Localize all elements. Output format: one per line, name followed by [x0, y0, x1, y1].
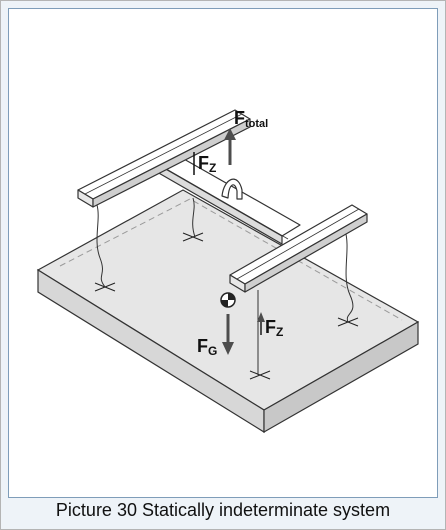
rope-right: [344, 229, 354, 323]
f-total-arrow: [224, 128, 236, 165]
center-of-gravity-symbol: [220, 292, 236, 308]
ropes: [96, 197, 354, 375]
front-cross-beam: [229, 204, 368, 293]
figure-caption: Picture 30 Statically indeterminate syst…: [55, 500, 391, 520]
f-total-label: Ftotal: [234, 108, 268, 130]
fz-upper-label: FZ: [198, 153, 216, 175]
back-cross-beam: [77, 109, 251, 208]
fz-lower-arrow: [257, 312, 265, 335]
lifting-point-back: [182, 232, 204, 242]
f-g-arrow: [222, 314, 234, 355]
rope-left: [96, 204, 106, 288]
lifting-point-front: [249, 370, 271, 380]
rope-back: [192, 197, 196, 238]
fz-lower-label: FZ: [265, 317, 283, 339]
slab-side-face: [263, 320, 419, 434]
lifting-beam: [77, 109, 368, 293]
f-g-label: FG: [197, 336, 217, 358]
lifting-eye: [221, 178, 243, 200]
concrete-slab: [36, 189, 420, 434]
